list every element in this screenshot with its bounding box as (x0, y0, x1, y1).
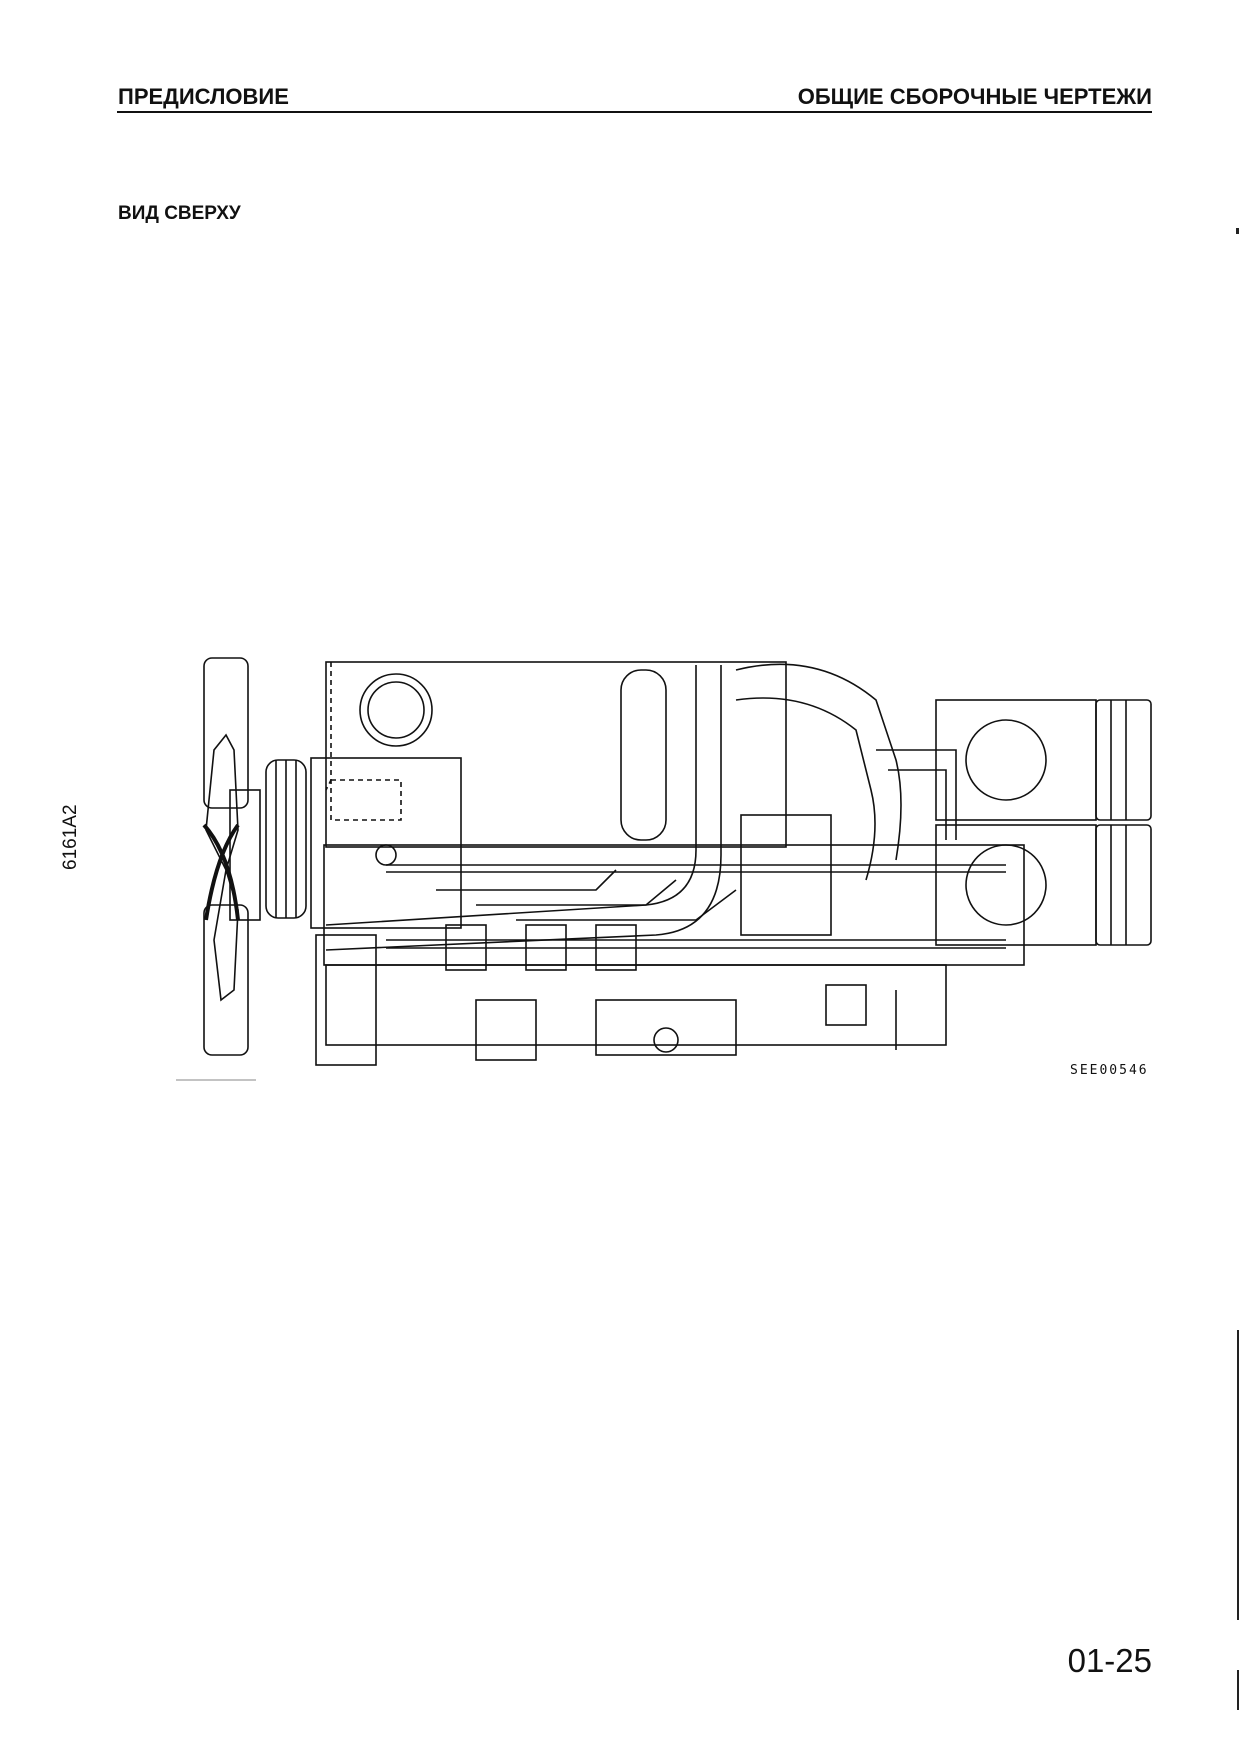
header-left-title: ПРЕДИСЛОВИЕ (118, 84, 289, 109)
engine-top-view-drawing (176, 657, 1152, 1081)
header-rule (117, 111, 1152, 113)
air-cleaners (935, 699, 1152, 946)
intake-piping (325, 663, 957, 971)
lower-accessories (475, 984, 897, 1061)
page-number: 01-25 (1067, 1642, 1152, 1679)
side-code: 6161A2 (60, 804, 81, 870)
drawing-code: SEE00546 (1070, 1063, 1149, 1078)
fan (202, 657, 307, 1056)
section-title: ВИД СВЕРХУ (118, 203, 241, 224)
right-edge-bar (1237, 1330, 1239, 1620)
right-edge-mark (1236, 228, 1239, 234)
right-edge-tick (1237, 1670, 1239, 1710)
header-right-title: ОБЩИЕ СБОРОЧНЫЕ ЧЕРТЕЖИ (797, 84, 1152, 109)
engine-block (310, 661, 1025, 1066)
